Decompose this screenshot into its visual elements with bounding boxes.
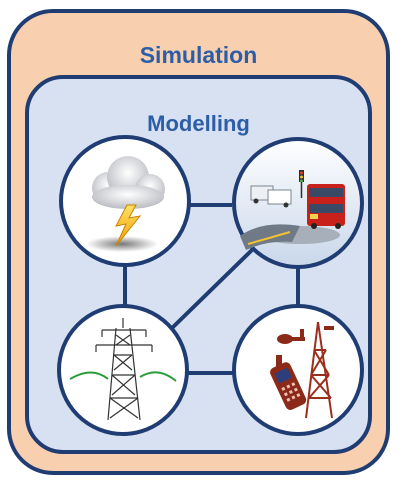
connector-lines (123, 203, 300, 375)
modelling-title: Modelling (147, 111, 250, 136)
traffic-icon (240, 170, 345, 250)
telecom-tower-icon (270, 321, 334, 419)
power-pylon-icon (69, 318, 177, 421)
simulation-title: Simulation (139, 42, 258, 68)
storm-cloud-icon (86, 156, 165, 252)
telecom-node (232, 304, 364, 436)
power-node (57, 304, 189, 436)
connector-traffic-power (168, 248, 254, 332)
weather-node (59, 135, 191, 267)
traffic-node (232, 137, 364, 269)
